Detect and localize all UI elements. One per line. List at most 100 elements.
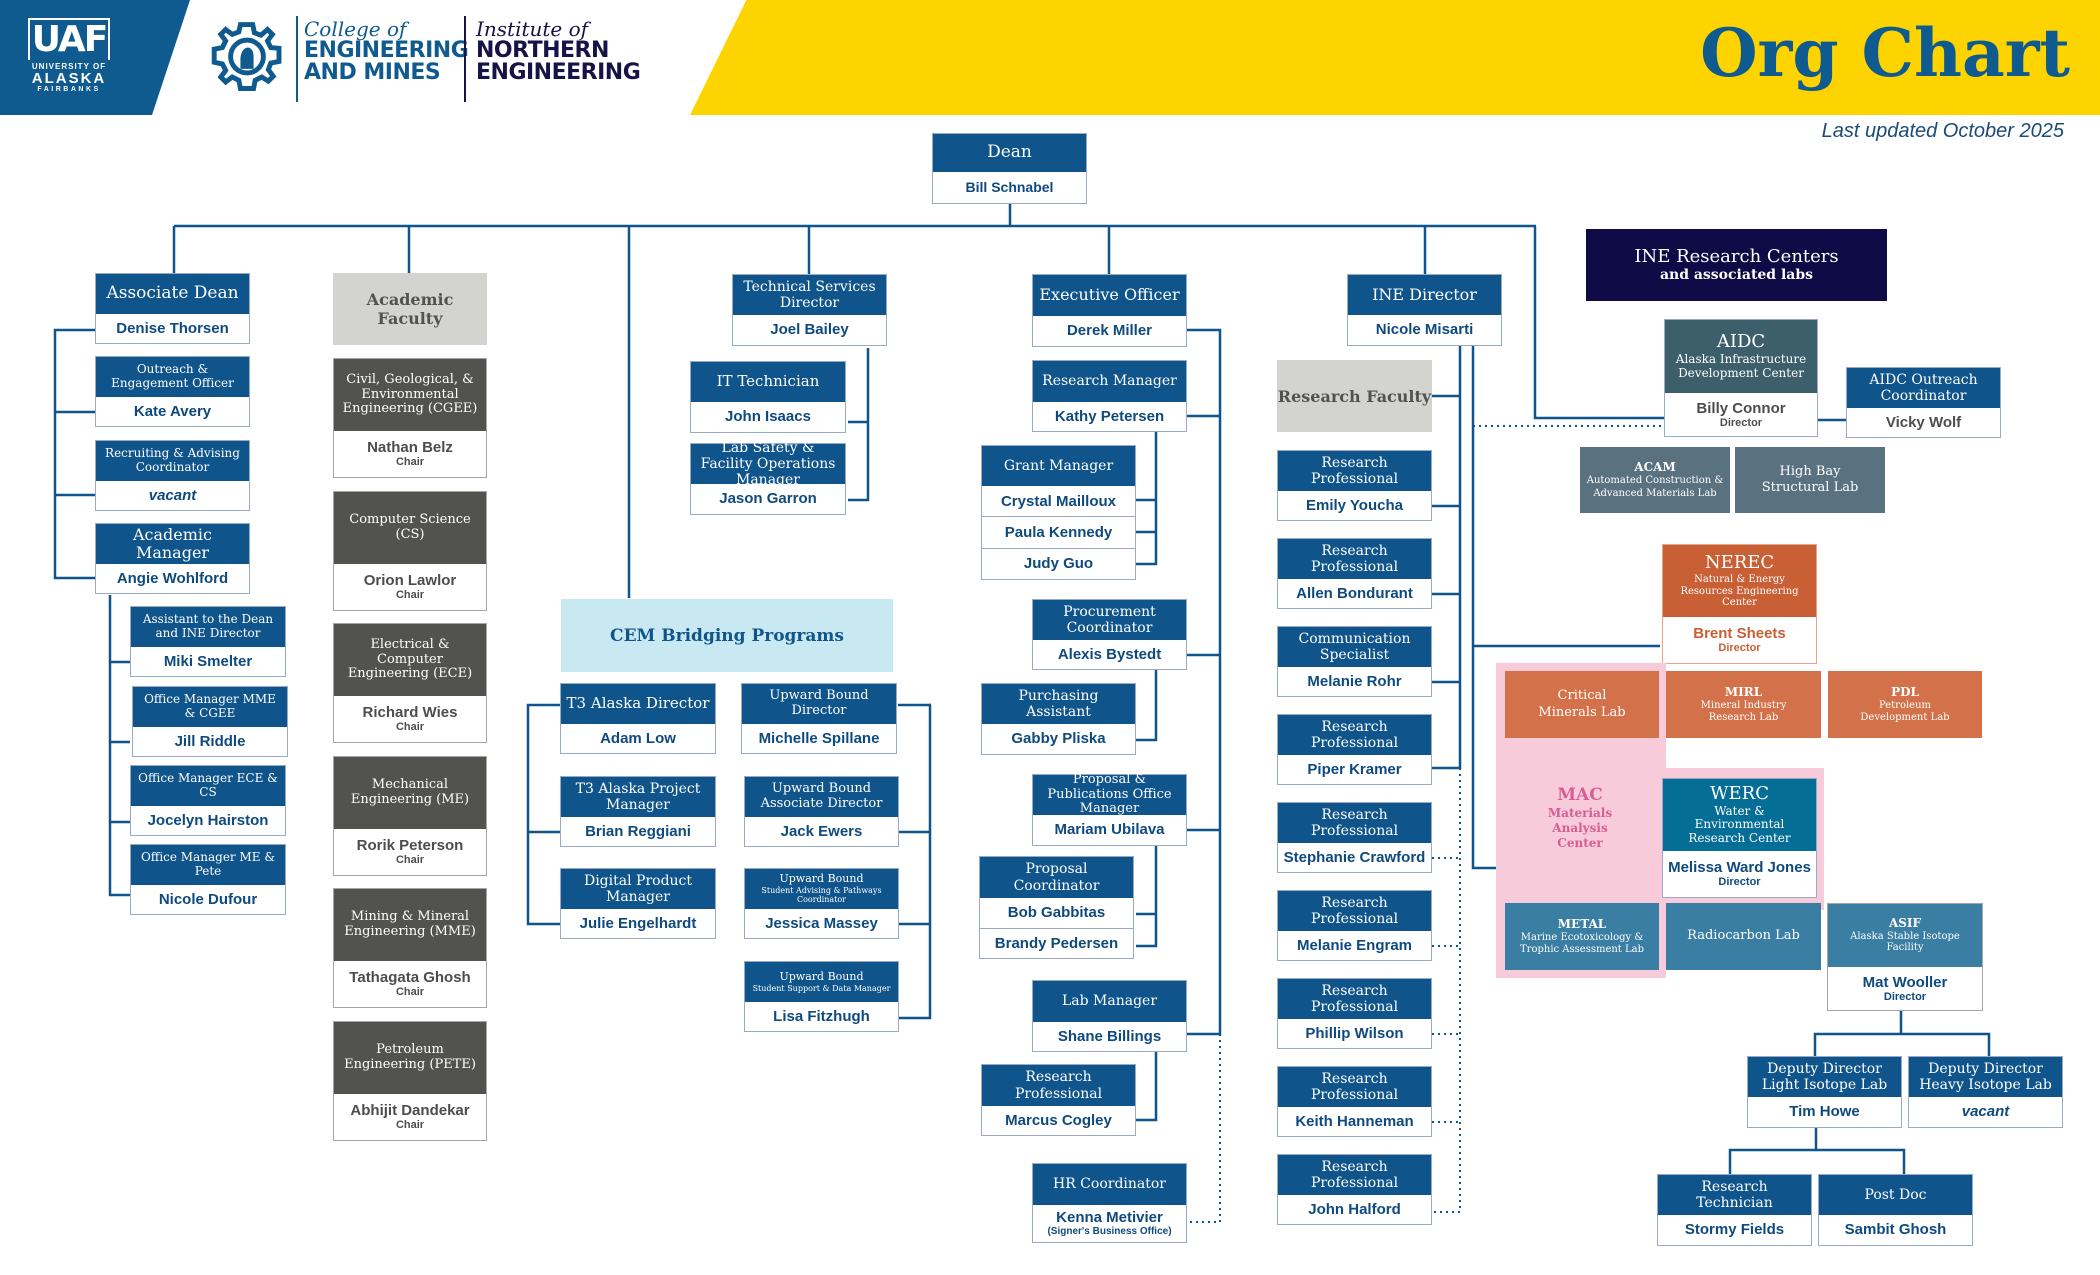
title-subline: Student Support & Data Manager: [752, 983, 891, 993]
department-card-pete[interactable]: Petroleum Engineering (PETE) Abhijit Dan…: [333, 1021, 487, 1141]
radiocarbon-lab[interactable]: Radiocarbon Lab: [1666, 903, 1821, 970]
office-manager-ece-card[interactable]: Office Manager ECE & CS Jocelyn Hairston: [130, 765, 286, 836]
connector-line: [172, 226, 1664, 598]
it-technician-card[interactable]: IT Technician John Isaacs: [690, 361, 846, 433]
ine-logo[interactable]: Institute of NORTHERN ENGINEERING: [476, 18, 641, 84]
connector-line: [526, 703, 560, 926]
lab-name: Automated Construction & Advanced Materi…: [1586, 475, 1724, 499]
page-title: Org Chart: [1700, 14, 2070, 92]
pdl-lab[interactable]: PDL Petroleum Development Lab: [1828, 671, 1982, 738]
lab-name: Marine Ecotoxicology & Trophic Assessmen…: [1520, 931, 1644, 956]
assistant-to-dean-card[interactable]: Assistant to the Dean and INE Director M…: [130, 606, 286, 677]
associate-dean-card[interactable]: Associate Dean Denise Thorsen: [95, 273, 250, 344]
card-title: Research Professional: [982, 1065, 1135, 1106]
card-title: Academic Manager: [96, 524, 249, 564]
center-full-name: Alaska Stable Isotope Facility: [1850, 930, 1960, 954]
logo-divider: [464, 16, 466, 102]
card-title: Research Professional: [1278, 1067, 1431, 1107]
research-manager-card[interactable]: Research Manager Kathy Petersen: [1032, 360, 1187, 432]
chair-name: Rorik Peterson: [356, 837, 464, 855]
proposal-coordinator-card[interactable]: Proposal Coordinator Bob Gabbitas Brandy…: [979, 856, 1134, 959]
upward-bound-associate-director-card[interactable]: Upward Bound Associate Director Jack Ewe…: [744, 776, 899, 847]
executive-officer-card[interactable]: Executive Officer Derek Miller: [1032, 274, 1187, 347]
lab-acronym: PDL: [1891, 684, 1919, 699]
upward-bound-director-card[interactable]: Upward Bound Director Michelle Spillane: [741, 683, 897, 754]
lab-research-professional-card[interactable]: Research Professional Marcus Cogley: [981, 1064, 1136, 1136]
recruiting-coordinator-card[interactable]: Recruiting & Advising Coordinator vacant: [95, 440, 250, 511]
grant-manager-card[interactable]: Grant Manager Crystal Mailloux Paula Ken…: [981, 445, 1136, 580]
uaf-logo-line1: UNIVERSITY OF: [31, 62, 107, 71]
ine-director-card[interactable]: INE Director Nicole Misarti: [1347, 274, 1502, 346]
werc-card[interactable]: WERC Water & Environmental Research Cent…: [1662, 778, 1817, 898]
connector-line: [1136, 432, 1158, 566]
lab-safety-manager-card[interactable]: Lab Safety & Facility Operations Manager…: [690, 440, 846, 515]
t3-project-manager-card[interactable]: T3 Alaska Project Manager Brian Reggiani: [560, 776, 716, 847]
purchasing-assistant-card[interactable]: Purchasing Assistant Gabby Pliska: [981, 683, 1136, 755]
aidc-card[interactable]: AIDC Alaska Infrastructure Development C…: [1664, 319, 1818, 437]
outreach-officer-card[interactable]: Outreach & Engagement Officer Kate Avery: [95, 356, 250, 427]
critical-minerals-lab[interactable]: Critical Minerals Lab: [1505, 671, 1659, 738]
card-title: Upward Bound Director: [742, 684, 896, 724]
hr-name: Kenna Metivier: [1056, 1209, 1163, 1227]
card-name: Kate Avery: [133, 402, 212, 420]
department-card-ece[interactable]: Electrical & Computer Engineering (ECE) …: [333, 623, 487, 743]
cem-logo[interactable]: College of ENGINEERING AND MINES: [304, 18, 469, 85]
proposal-office-manager-card[interactable]: Proposal & Publications Office Manager M…: [1032, 772, 1187, 846]
high-bay-lab[interactable]: High Bay Structural Lab: [1735, 447, 1885, 513]
director-name: Melissa Ward Jones: [1668, 859, 1811, 877]
technical-services-director-card[interactable]: Technical Services Director Joel Bailey: [732, 274, 887, 346]
card-title: Upward Bound Associate Director: [745, 777, 898, 817]
digital-product-manager-card[interactable]: Digital Product Manager Julie Engelhardt: [560, 868, 716, 939]
procurement-coordinator-card[interactable]: Procurement Coordinator Alexis Bystedt: [1032, 599, 1187, 670]
mac-label[interactable]: MAC Materials Analysis Center: [1500, 768, 1660, 868]
hr-coordinator-card[interactable]: HR Coordinator Kenna Metivier(Signer's B…: [1032, 1163, 1187, 1243]
research-centers-header: INE Research Centers and associated labs: [1586, 229, 1887, 301]
lab-manager-card[interactable]: Lab Manager Shane Billings: [1032, 980, 1187, 1052]
dean-title: Dean: [933, 134, 1086, 172]
deputy-heavy-isotope-card[interactable]: Deputy Director Heavy Isotope Lab vacant: [1908, 1056, 2063, 1128]
department-card-me[interactable]: Mechanical Engineering (ME) Rorik Peters…: [333, 756, 487, 876]
card-title: WERC Water & Environmental Research Cent…: [1663, 779, 1816, 851]
cem-logo-line2: AND MINES: [304, 60, 441, 85]
uaf-logo[interactable]: UAF UNIVERSITY OF ALASKA FAIRBANKS: [28, 18, 110, 93]
deputy-light-isotope-card[interactable]: Deputy Director Light Isotope Lab Tim Ho…: [1747, 1056, 1902, 1128]
department-card-mme[interactable]: Mining & Mineral Engineering (MME) Tatha…: [333, 888, 487, 1008]
research-technician-card[interactable]: Research Technician Stormy Fields: [1657, 1174, 1812, 1246]
office-manager-me-card[interactable]: Office Manager ME & Pete Nicole Dufour: [130, 844, 286, 915]
dean-card[interactable]: Dean Bill Schnabel: [932, 133, 1087, 204]
cem-logo-line1: ENGINEERING: [304, 38, 469, 63]
aidc-outreach-card[interactable]: AIDC Outreach Coordinator Vicky Wolf: [1846, 367, 2001, 438]
chair-name: Nathan Belz: [367, 439, 453, 457]
card-title: Post Doc: [1819, 1175, 1972, 1215]
department-card-cgee[interactable]: Civil, Geological, & Environmental Engin…: [333, 358, 487, 478]
t3-director-card[interactable]: T3 Alaska Director Adam Low: [560, 683, 716, 754]
academic-manager-card[interactable]: Academic Manager Angie Wohlford: [95, 523, 250, 594]
nerec-card[interactable]: NEREC Natural & Energy Resources Enginee…: [1662, 544, 1817, 664]
card-title: Computer Science (CS): [334, 492, 486, 564]
card-title: Deputy Director Heavy Isotope Lab: [1909, 1057, 2062, 1097]
mirl-lab[interactable]: MIRL Mineral Industry Research Lab: [1666, 671, 1821, 738]
chair-name: Orion Lawlor: [363, 572, 457, 590]
card-title: Lab Manager: [1033, 981, 1186, 1022]
acam-lab[interactable]: ACAM Automated Construction & Advanced M…: [1580, 447, 1730, 513]
chair-role: Chair: [395, 986, 425, 999]
metal-lab[interactable]: METAL Marine Ecotoxicology & Trophic Ass…: [1505, 903, 1659, 970]
office-manager-mme-card[interactable]: Office Manager MME & CGEE Jill Riddle: [132, 686, 288, 757]
asif-card[interactable]: ASIF Alaska Stable Isotope Facility Mat …: [1827, 903, 1983, 1011]
director-name: Brent Sheets: [1693, 625, 1786, 643]
post-doc-card[interactable]: Post Doc Sambit Ghosh: [1818, 1174, 1973, 1246]
